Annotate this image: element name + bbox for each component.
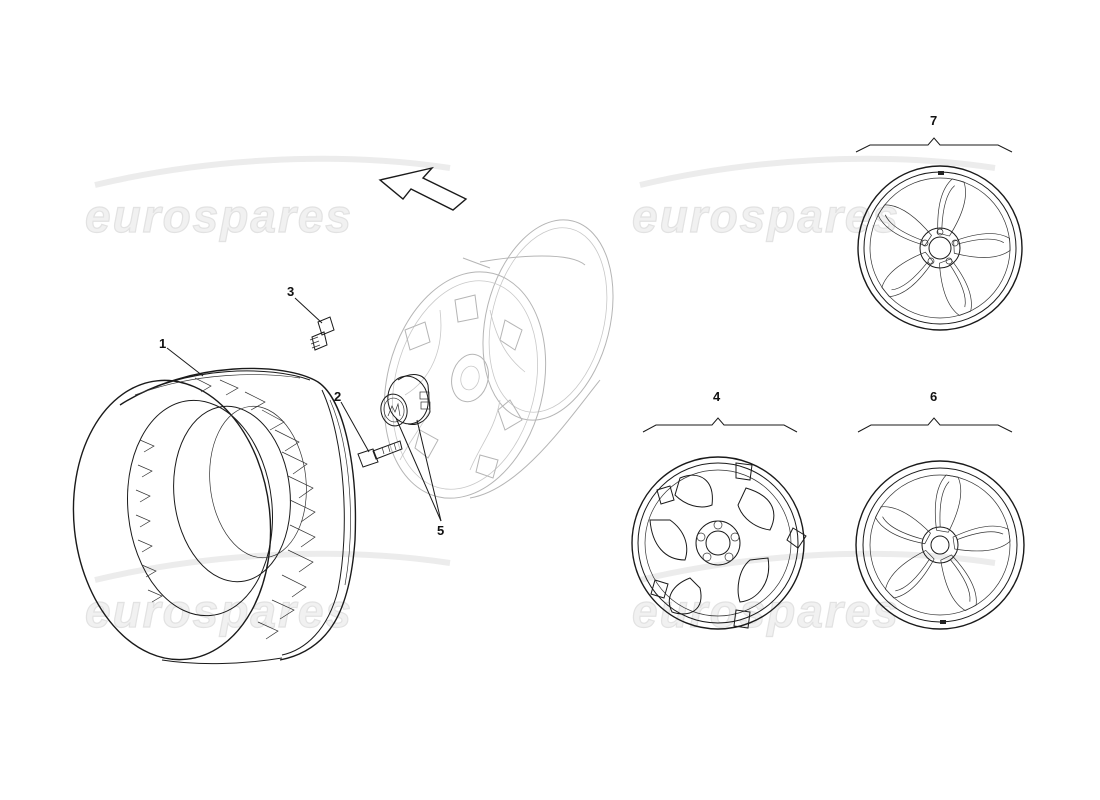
bracket-6 xyxy=(857,417,1013,433)
watermark-swoosh xyxy=(94,155,451,188)
centre-cap-drawing xyxy=(380,374,431,427)
watermark-text-bottom-right: eurospares xyxy=(632,585,900,637)
callout-6: 6 xyxy=(930,389,937,404)
valve-bolt-drawing xyxy=(309,316,335,351)
watermark-text-bottom-left: eurospares xyxy=(85,585,353,637)
wheel-option-7-drawing xyxy=(857,165,1023,331)
arrow-icon xyxy=(378,166,468,211)
wheel-option-6-drawing xyxy=(855,460,1025,630)
watermark-swoosh xyxy=(639,155,996,188)
watermark-group: eurospares eurospares eurospares eurospa… xyxy=(84,155,996,638)
tyre-drawing xyxy=(72,367,357,665)
leader-lines xyxy=(166,297,442,522)
watermark-text-top-left: eurospares xyxy=(85,190,353,242)
callout-labels: 1 2 3 4 5 6 7 xyxy=(159,113,937,538)
callout-7: 7 xyxy=(930,113,937,128)
watermark-swoosh xyxy=(94,550,451,583)
rim-assembly-drawing xyxy=(383,219,614,499)
callout-3: 3 xyxy=(287,284,294,299)
callout-1: 1 xyxy=(159,336,166,351)
callout-2: 2 xyxy=(334,389,341,404)
callout-5: 5 xyxy=(437,523,444,538)
wheel-option-4-drawing xyxy=(631,456,807,630)
watermark-text-top-right: eurospares xyxy=(632,190,900,242)
bracket-4 xyxy=(642,417,798,433)
callout-4: 4 xyxy=(713,389,721,404)
bracket-7 xyxy=(855,137,1013,153)
